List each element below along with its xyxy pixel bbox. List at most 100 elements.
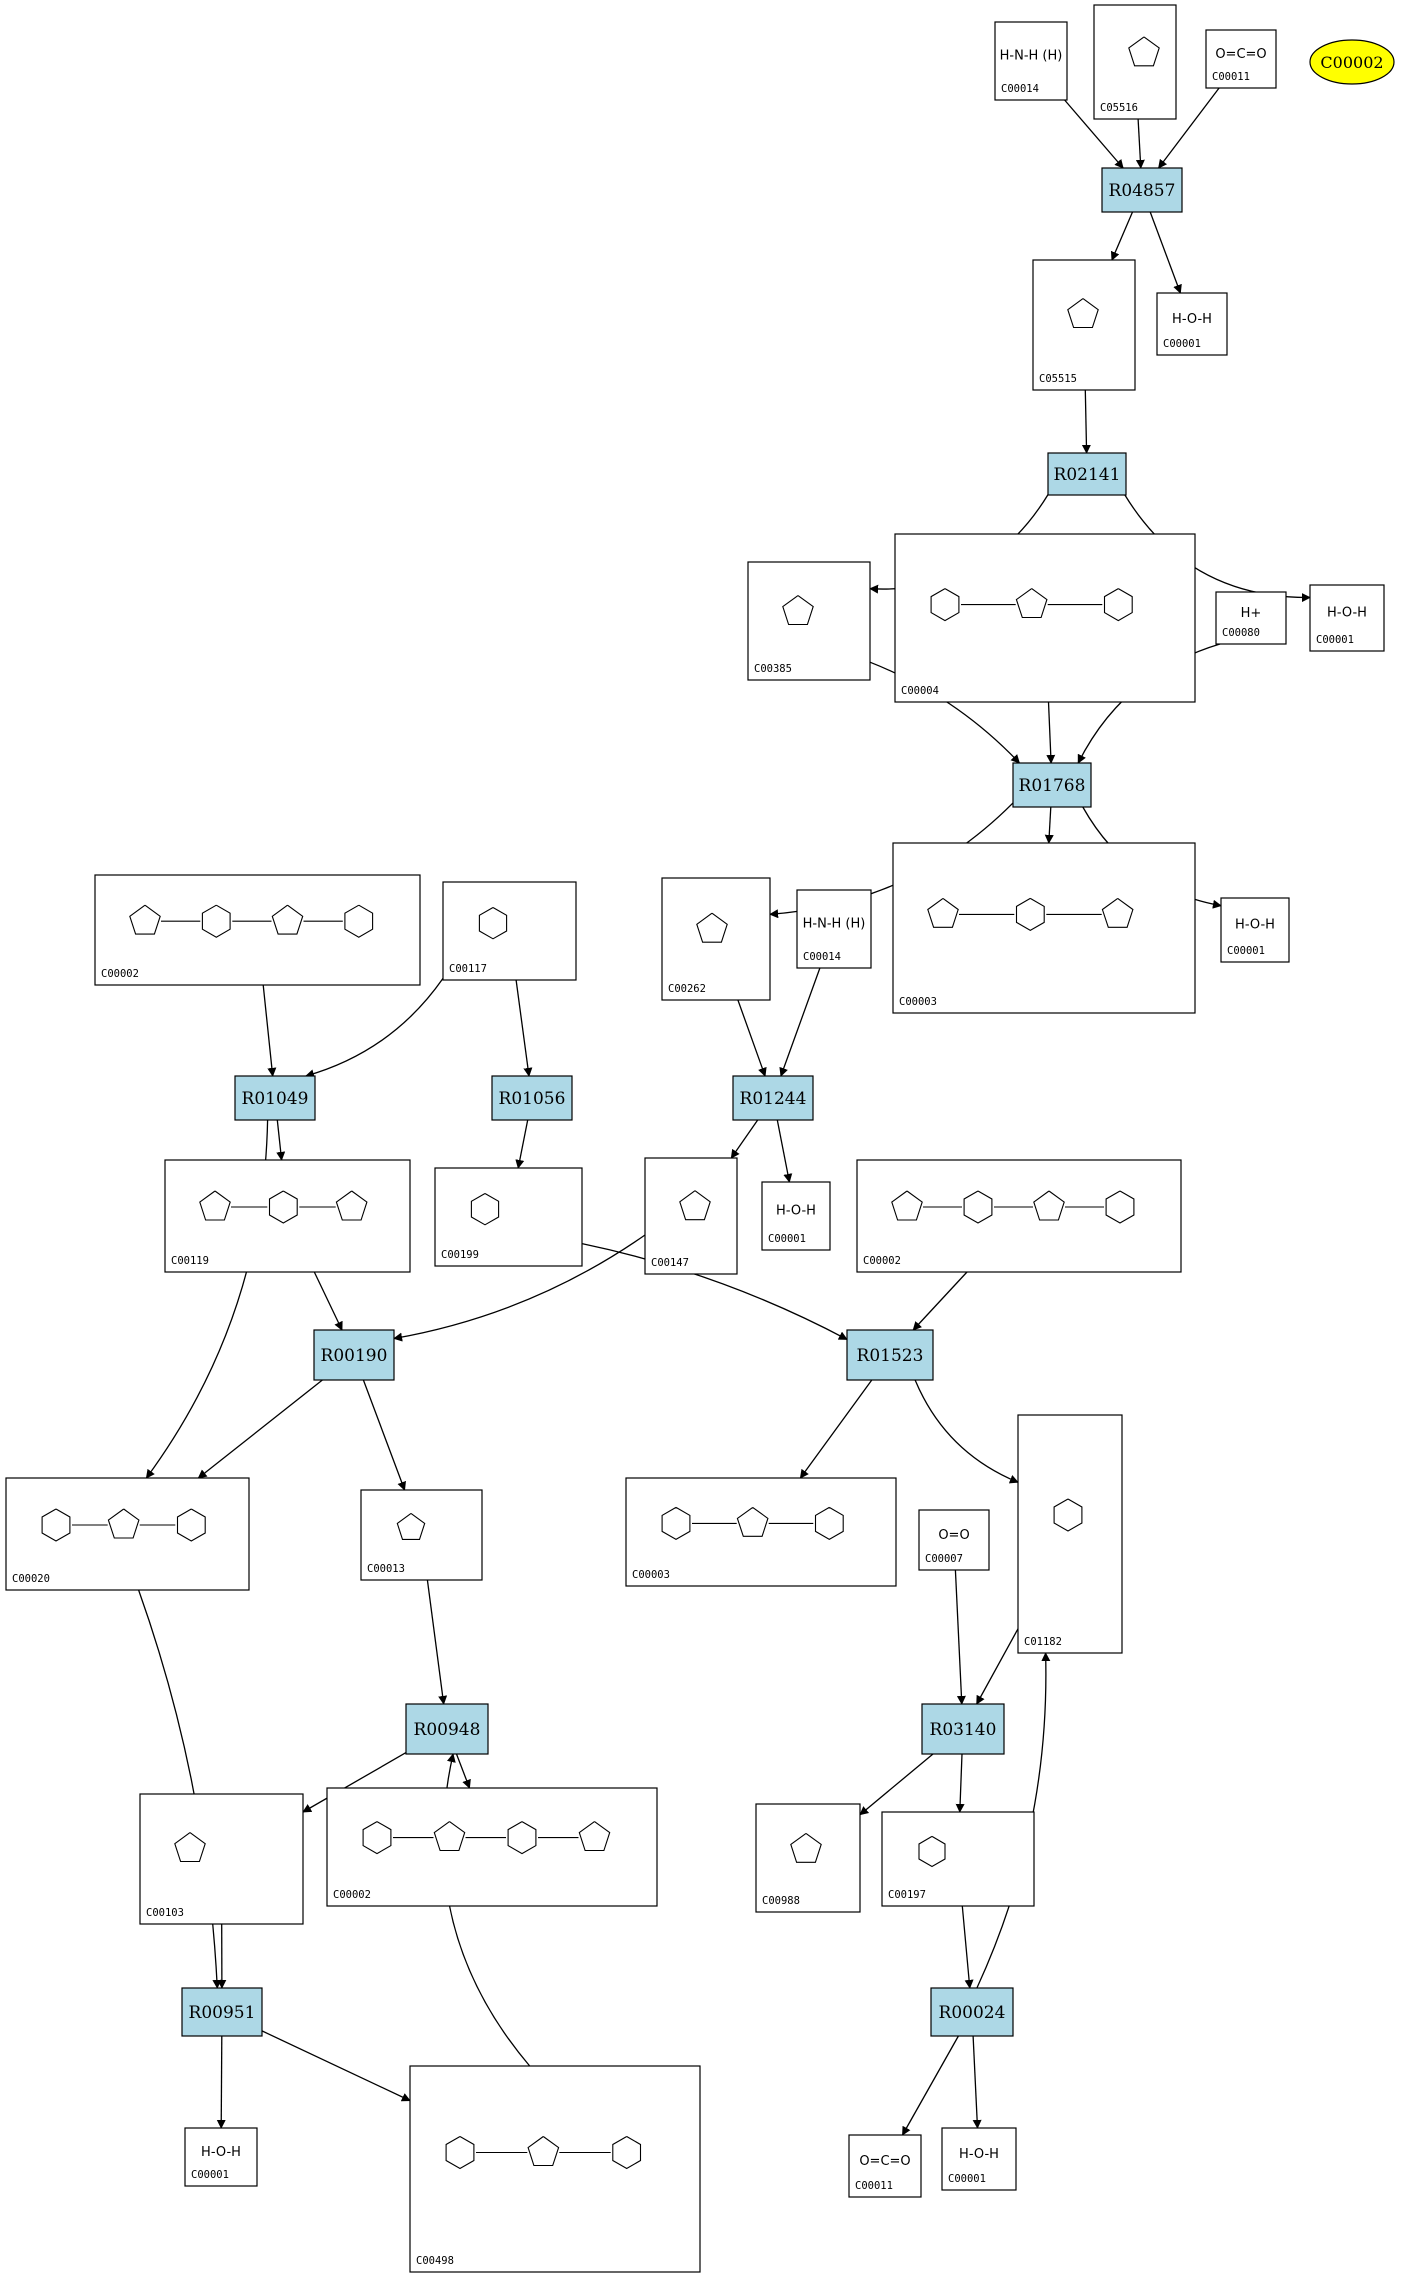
compound-c00262[interactable]: C00262 <box>661 877 771 1001</box>
compound-c00014[interactable]: H-N-H (H)C00014 <box>994 21 1068 101</box>
compound-box <box>796 889 872 969</box>
edge-arrow <box>216 2035 226 2129</box>
reaction-r03140[interactable]: R03140 <box>921 1703 1005 1755</box>
compound-c00498[interactable]: C00498 <box>409 2065 701 2273</box>
compound-c00080[interactable]: H+C00080 <box>1215 591 1287 645</box>
structure-drawing <box>661 1506 844 1541</box>
compound-id: C00002 <box>101 968 139 980</box>
reaction-r04857[interactable]: R04857 <box>1101 167 1183 213</box>
reaction-label: R01523 <box>857 1346 924 1366</box>
reaction-box <box>405 1703 489 1755</box>
compound-formula: H-O-H <box>959 2147 999 2162</box>
edge-arrow <box>1064 99 1124 169</box>
compound-c00004[interactable]: C00004 <box>894 533 1196 703</box>
compound-c00014[interactable]: H-N-H (H)C00014 <box>796 889 872 969</box>
compound-c00002[interactable]: C00002 <box>856 1159 1182 1273</box>
reaction-r00951[interactable]: R00951 <box>181 1987 263 2037</box>
reaction-label: R01056 <box>499 1089 566 1109</box>
compound-box <box>1093 4 1177 120</box>
compound-formula: H-O-H <box>776 1204 816 1219</box>
compound-c00385[interactable]: C00385 <box>747 561 871 681</box>
compound-id: C00119 <box>171 1255 209 1267</box>
reaction-r01768[interactable]: R01768 <box>1012 762 1092 808</box>
compound-box <box>434 1167 583 1267</box>
reaction-label: R00024 <box>939 2003 1006 2023</box>
compound-id: C00014 <box>1001 83 1039 95</box>
compound-c00988[interactable]: C00988 <box>755 1803 861 1913</box>
structure-drawing <box>362 1821 611 1855</box>
compound-c00013[interactable]: C00013 <box>360 1489 483 1581</box>
compound-c00002[interactable]: C00002 <box>94 874 421 986</box>
reaction-r01244[interactable]: R01244 <box>732 1075 814 1121</box>
reaction-box <box>921 1703 1005 1755</box>
compound-c00119[interactable]: C00119 <box>164 1159 411 1273</box>
compound-id: C00004 <box>901 685 939 697</box>
compound-c05516[interactable]: C05516 <box>1093 4 1177 120</box>
compound-c00103[interactable]: C00103 <box>139 1793 304 1925</box>
compound-c00003[interactable]: C00003 <box>892 842 1196 1014</box>
reaction-r01049[interactable]: R01049 <box>234 1075 316 1121</box>
reaction-box <box>1047 452 1127 496</box>
compound-box <box>326 1787 658 1907</box>
compound-box <box>755 1803 861 1913</box>
reaction-r00024[interactable]: R00024 <box>930 1987 1014 2037</box>
compound-box <box>1017 1414 1123 1654</box>
reaction-r00190[interactable]: R00190 <box>313 1329 395 1381</box>
edge-arrow <box>776 1119 793 1183</box>
compound-c00147[interactable]: C00147 <box>644 1157 738 1275</box>
edge-arrow <box>1046 701 1056 764</box>
compound-id: C00001 <box>191 2169 229 2181</box>
compound-id: C00011 <box>1212 71 1250 83</box>
reaction-label: R00948 <box>414 1720 481 1740</box>
compound-formula: O=C=O <box>859 2154 910 2169</box>
reaction-r01523[interactable]: R01523 <box>846 1329 934 1381</box>
edge-arrow <box>302 1752 407 1813</box>
edge-arrow <box>515 979 533 1077</box>
compound-id: C00147 <box>651 1257 689 1269</box>
edge-arrow <box>515 1119 529 1169</box>
compound-box <box>5 1477 250 1591</box>
reaction-label: R01768 <box>1019 776 1086 796</box>
structure-drawing <box>930 588 1133 622</box>
compound-c05515[interactable]: C05515 <box>1032 259 1136 391</box>
compound-formula: H-O-H <box>1172 312 1212 327</box>
compound-id: C00003 <box>899 996 937 1008</box>
reaction-label: R00951 <box>189 2003 256 2023</box>
compound-box <box>1205 29 1277 89</box>
highlight-label: C00002 <box>1320 53 1383 72</box>
compound-c01182[interactable]: C01182 <box>1017 1414 1123 1654</box>
compound-c00020[interactable]: C00020 <box>5 1477 250 1591</box>
reaction-box <box>234 1075 316 1121</box>
reaction-label: R02141 <box>1054 465 1121 485</box>
edge-arrow <box>912 1271 968 1331</box>
compound-box <box>184 2127 258 2187</box>
highlight-ellipse <box>1309 39 1395 85</box>
structure-drawing <box>782 595 814 626</box>
reaction-r01056[interactable]: R01056 <box>491 1075 573 1121</box>
compound-c00002[interactable]: C00002 <box>326 1787 658 1907</box>
reaction-r02141[interactable]: R02141 <box>1047 452 1127 496</box>
compound-box <box>892 842 1196 1014</box>
compound-box <box>856 1159 1182 1273</box>
compound-c00117[interactable]: C00117 <box>442 881 577 981</box>
compound-nodes: H-N-H (H)C00014C05516O=C=OC00011C05515H-… <box>5 4 1385 2273</box>
highlight-node[interactable]: C00002 <box>1309 39 1395 85</box>
compound-id: C00014 <box>803 951 841 963</box>
compound-c00003[interactable]: C00003 <box>625 1477 897 1587</box>
compound-c00197[interactable]: C00197 <box>881 1811 1035 1907</box>
compound-box <box>1156 292 1228 356</box>
compound-box <box>918 1509 990 1571</box>
compound-box <box>661 877 771 1001</box>
reaction-r00948[interactable]: R00948 <box>405 1703 489 1755</box>
compound-c00199[interactable]: C00199 <box>434 1167 583 1267</box>
compound-box <box>941 2127 1017 2191</box>
